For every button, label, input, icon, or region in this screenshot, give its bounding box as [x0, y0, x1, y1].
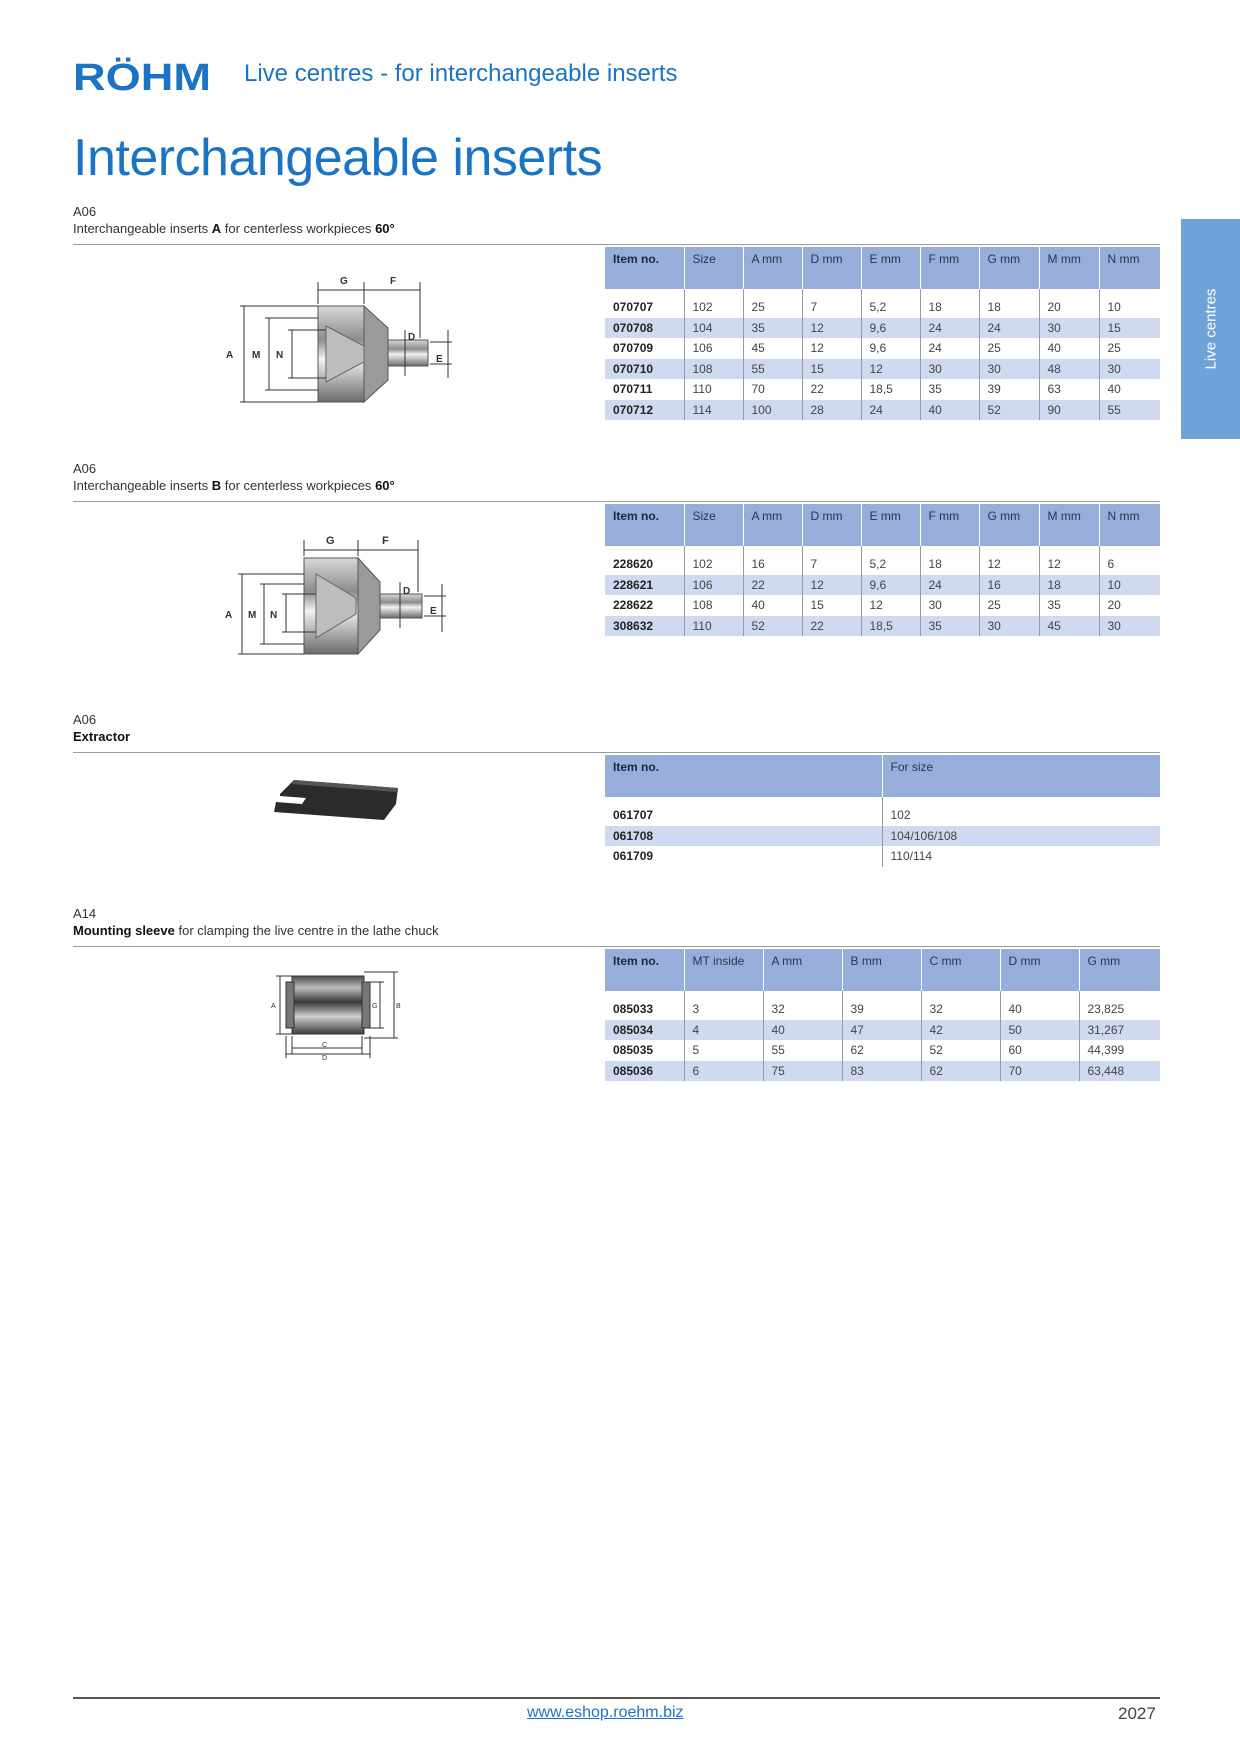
section-3-code: A06	[73, 712, 97, 727]
section-4-rule	[73, 946, 1160, 947]
dim-label-g: G	[326, 535, 335, 547]
dim-label-m: M	[248, 610, 256, 621]
section-1-code: A06	[73, 204, 97, 219]
dim-label-a: A	[226, 350, 233, 361]
dim-label-n: N	[270, 610, 277, 621]
side-tab-label: Live centres	[1202, 288, 1219, 370]
mounting-sleeve-drawing: A G B C D	[271, 971, 401, 1060]
dim-label-g: G	[340, 276, 348, 287]
section-2-description: Interchangeable inserts B for centerless…	[73, 478, 395, 493]
dim-label-d: D	[408, 332, 415, 343]
dim-label-f: F	[382, 535, 389, 547]
roehm-logo: RÖHM	[73, 56, 211, 96]
section-2-rule	[73, 501, 1160, 502]
section-4-description: Mounting sleeve for clamping the live ce…	[73, 923, 439, 938]
dim-label-e: E	[430, 606, 437, 617]
dim-label-c: C	[322, 1042, 327, 1049]
section-1-description: Interchangeable inserts A for centerless…	[73, 221, 395, 236]
section-4-code: A14	[73, 906, 97, 921]
dim-label-g: G	[372, 1003, 377, 1010]
dim-label-a: A	[271, 1003, 276, 1010]
section-3-description: Extractor	[73, 729, 131, 744]
dim-label-m: M	[252, 350, 260, 361]
footer-eshop-link[interactable]: www.eshop.roehm.biz	[527, 1704, 684, 1721]
dim-label-a: A	[225, 610, 232, 621]
dim-label-b: B	[396, 1003, 401, 1010]
page-title: Interchangeable inserts	[73, 129, 603, 187]
extractor-drawing	[274, 780, 398, 820]
dim-label-n: N	[276, 350, 283, 361]
dim-label-f: F	[390, 276, 396, 287]
dim-label-e: E	[436, 354, 443, 365]
logo-brand-text: RÖHM	[73, 56, 211, 96]
dim-label-d: D	[322, 1055, 327, 1060]
table-header-row: Item no.For size	[605, 755, 1160, 797]
section-3-rule	[73, 752, 1160, 753]
footer-rule	[73, 1697, 1160, 1699]
insert-b-drawing: G F A M N D E	[225, 535, 446, 656]
page-header-title: Live centres - for interchangeable inser…	[244, 60, 678, 87]
page-number: 2027	[1118, 1704, 1156, 1723]
side-tab-live-centres[interactable]: Live centres	[1181, 219, 1240, 439]
section-1-rule	[73, 244, 1160, 245]
section-2-code: A06	[73, 461, 97, 476]
insert-a-drawing: G F A M N D E	[226, 276, 452, 404]
dim-label-d: D	[403, 586, 410, 597]
